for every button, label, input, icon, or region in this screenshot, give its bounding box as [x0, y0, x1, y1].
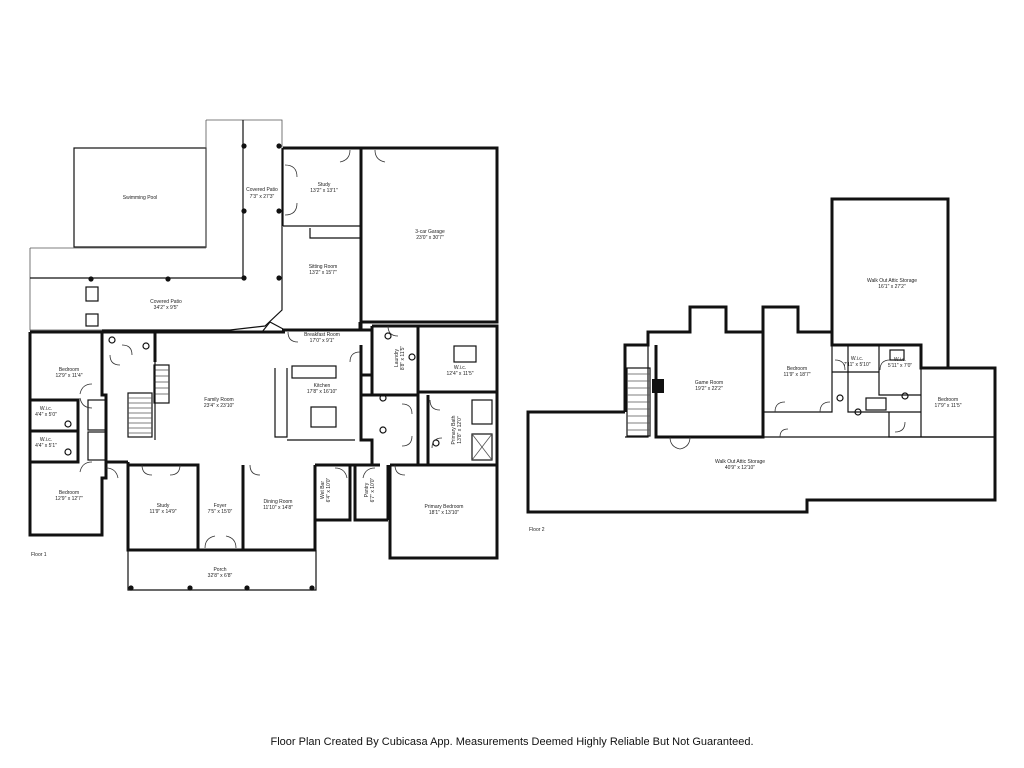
floor-2-label: Floor 2 — [529, 527, 545, 533]
svg-text:Study: Study — [157, 503, 170, 509]
svg-text:5'11" x 7'0": 5'11" x 7'0" — [888, 363, 912, 369]
svg-text:Family Room: Family Room — [204, 397, 233, 403]
svg-text:Primary Bedroom: Primary Bedroom — [425, 504, 464, 510]
svg-text:Pantry: Pantry — [364, 482, 370, 497]
pool-deck-outline — [29, 248, 102, 331]
svg-text:4'4" x 5'1": 4'4" x 5'1" — [35, 443, 57, 449]
svg-text:7'3" x 27'3": 7'3" x 27'3" — [250, 194, 275, 200]
room-attic-storage-upper: Walk Out Attic Storage 16'1" x 27'2" — [867, 278, 917, 290]
room-study-lower: Study 11'9" x 14'9" — [149, 503, 176, 515]
floor-1-plan: Swimming Pool Covered Patio 7'3" x 27'3"… — [28, 119, 499, 591]
svg-text:16'1" x 27'2": 16'1" x 27'2" — [878, 284, 906, 290]
svg-text:Bedroom: Bedroom — [59, 490, 79, 496]
svg-text:17'0" x 9'1": 17'0" x 9'1" — [310, 338, 335, 344]
floor-2-plan: Walk Out Attic Storage 16'1" x 27'2" Gam… — [526, 197, 997, 533]
floor-1-label: Floor 1 — [31, 552, 47, 558]
svg-text:32'8" x 6'8": 32'8" x 6'8" — [208, 573, 233, 579]
svg-text:W.i.c.: W.i.c. — [40, 437, 52, 443]
room-bedroom-mid: Bedroom 11'9" x 18'7" — [783, 366, 810, 378]
room-kitchen: Kitchen 17'8" x 16'10" — [307, 383, 337, 395]
room-dining-room: Dining Room 11'10" x 14'8" — [263, 499, 293, 511]
room-attic-storage-lower: Walk Out Attic Storage 40'9" x 12'10" — [715, 459, 765, 471]
svg-text:Bedroom: Bedroom — [787, 366, 807, 372]
svg-text:12'9" x 12'7": 12'9" x 12'7" — [55, 496, 83, 502]
svg-text:W.i.c.: W.i.c. — [894, 357, 906, 363]
svg-text:13'2" x 15'7": 13'2" x 15'7" — [309, 270, 337, 276]
svg-text:Sitting Room: Sitting Room — [309, 264, 338, 270]
svg-text:11'9" x 14'9": 11'9" x 14'9" — [149, 509, 176, 515]
porch-outline — [127, 550, 317, 591]
svg-text:Walk Out Attic Storage: Walk Out Attic Storage — [715, 459, 765, 465]
svg-text:18'1" x 13'10": 18'1" x 13'10" — [429, 510, 459, 516]
svg-text:6'7" x 10'0": 6'7" x 10'0" — [370, 477, 376, 502]
svg-text:11'9" x 18'7": 11'9" x 18'7" — [783, 372, 810, 378]
room-pantry: Pantry 6'7" x 10'0" — [364, 477, 376, 502]
room-porch: Porch 32'8" x 6'8" — [208, 567, 233, 579]
svg-text:Covered Patio: Covered Patio — [246, 187, 278, 193]
room-wic-2: W.i.c. 4'4" x 5'1" — [35, 437, 57, 449]
svg-text:Study: Study — [318, 182, 331, 188]
svg-text:Foyer: Foyer — [214, 503, 227, 509]
floor-2-outer-wall — [830, 197, 950, 368]
svg-text:Laundry: Laundry — [394, 348, 400, 367]
svg-text:Bedroom: Bedroom — [938, 397, 958, 403]
room-swimming-pool: Swimming Pool — [123, 195, 157, 201]
svg-text:11'10" x 14'8": 11'10" x 14'8" — [263, 505, 293, 511]
svg-text:Game Room: Game Room — [695, 380, 723, 386]
room-game-room: Game Room 19'2" x 22'2" — [695, 380, 723, 392]
room-wet-bar: Wet Bar 6'4" x 10'0" — [320, 477, 332, 502]
svg-text:19'2" x 22'2": 19'2" x 22'2" — [695, 386, 723, 392]
room-study-upper: Study 13'2" x 13'1" — [310, 182, 338, 194]
room-bedroom-east: Bedroom 17'9" x 11'5" — [934, 397, 961, 409]
room-covered-patio-lower: Covered Patio 34'2" x 9'5" — [150, 299, 182, 311]
svg-text:17'8" x 16'10": 17'8" x 16'10" — [307, 389, 337, 395]
room-breakfast-room: Breakfast Room 17'0" x 9'1" — [304, 332, 340, 344]
room-wic-b: W.i.c. 5'11" x 7'0" — [888, 357, 912, 369]
room-covered-patio-upper: Covered Patio 7'3" x 27'3" — [246, 187, 278, 200]
svg-text:6'4" x 10'0": 6'4" x 10'0" — [326, 477, 332, 502]
room-primary-bedroom: Primary Bedroom 18'1" x 13'10" — [425, 504, 464, 516]
room-foyer: Foyer 7'5" x 15'0" — [208, 503, 233, 515]
floor-1-outer-wall — [282, 146, 363, 332]
svg-text:Porch: Porch — [213, 567, 226, 573]
svg-text:Wet Bar: Wet Bar — [320, 481, 326, 499]
room-wic-1: W.i.c. 4'4" x 5'0" — [35, 406, 57, 418]
room-laundry: Laundry 8'8" x 11'5" — [394, 346, 406, 370]
room-family-room: Family Room 23'4" x 23'10" — [204, 397, 234, 409]
svg-text:Swimming Pool: Swimming Pool — [123, 195, 157, 201]
svg-text:17'9" x 11'5": 17'9" x 11'5" — [934, 403, 961, 409]
room-bedroom-sw: Bedroom 12'9" x 12'7" — [55, 490, 83, 502]
svg-text:Primary Bath: Primary Bath — [451, 415, 457, 444]
svg-text:Breakfast Room: Breakfast Room — [304, 332, 340, 338]
svg-text:23'4" x 23'10": 23'4" x 23'10" — [204, 403, 234, 409]
svg-text:3-car Garage: 3-car Garage — [415, 229, 445, 235]
svg-text:13'2" x 13'1": 13'2" x 13'1" — [310, 188, 338, 194]
svg-text:4'4" x 5'0": 4'4" x 5'0" — [35, 412, 57, 418]
svg-text:Kitchen: Kitchen — [314, 383, 331, 389]
svg-text:12'9" x 11'4": 12'9" x 11'4" — [55, 373, 82, 379]
svg-text:Covered Patio: Covered Patio — [150, 299, 182, 305]
svg-text:7'11" x 5'10": 7'11" x 5'10" — [843, 362, 870, 368]
room-sitting-room: Sitting Room 13'2" x 15'7" — [309, 264, 338, 276]
svg-text:7'5" x 15'0": 7'5" x 15'0" — [208, 509, 233, 515]
svg-text:W.i.c.: W.i.c. — [851, 356, 863, 362]
svg-text:W.i.c.: W.i.c. — [40, 406, 52, 412]
room-wic-primary: W.i.c. 12'4" x 11'5" — [446, 365, 473, 377]
svg-text:34'2" x 9'5": 34'2" x 9'5" — [154, 305, 179, 311]
room-primary-bath: Primary Bath 13'8" x 12'0" — [451, 415, 463, 444]
svg-text:W.i.c.: W.i.c. — [454, 365, 466, 371]
svg-text:Dining Room: Dining Room — [264, 499, 293, 505]
room-garage: 3-car Garage 23'0" x 30'7" — [415, 229, 445, 241]
disclaimer-text: Floor Plan Created By Cubicasa App. Meas… — [270, 736, 754, 748]
svg-text:Walk Out Attic Storage: Walk Out Attic Storage — [867, 278, 917, 284]
svg-text:12'4" x 11'5": 12'4" x 11'5" — [446, 371, 473, 377]
svg-text:8'8" x 11'5": 8'8" x 11'5" — [400, 346, 406, 370]
svg-text:13'8" x 12'0": 13'8" x 12'0" — [457, 416, 463, 444]
room-wic-a: W.i.c. 7'11" x 5'10" — [843, 356, 870, 368]
svg-text:Bedroom: Bedroom — [59, 367, 79, 373]
room-bedroom-nw: Bedroom 12'9" x 11'4" — [55, 367, 82, 379]
svg-text:23'0" x 30'7": 23'0" x 30'7" — [416, 235, 444, 241]
svg-text:40'9" x 12'10": 40'9" x 12'10" — [725, 465, 755, 471]
